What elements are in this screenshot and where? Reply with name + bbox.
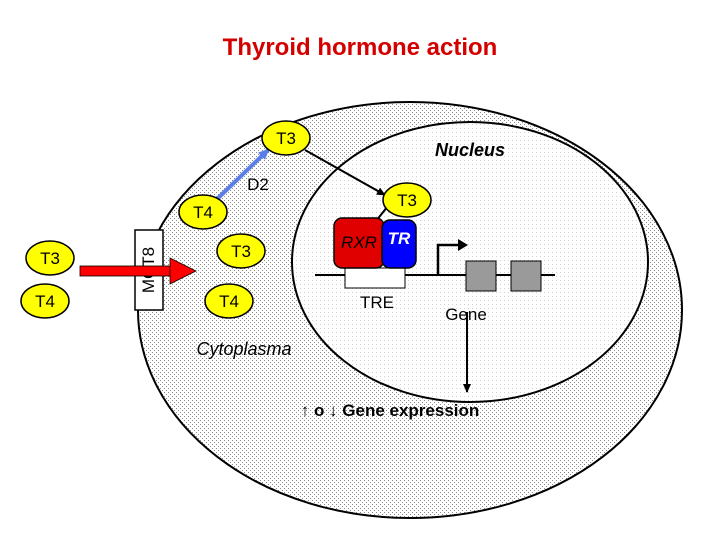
transport-arrow-shaft xyxy=(79,265,175,277)
gene-expression-label: ↑ o ↓ Gene expression xyxy=(301,401,480,420)
rxr-label: RXR xyxy=(341,233,377,252)
tr-label: TR xyxy=(388,229,411,248)
page-title: Thyroid hormone action xyxy=(222,34,498,61)
hormone-t3-top: T3 xyxy=(261,120,311,156)
gene-exon-1 xyxy=(465,260,497,292)
hormone-t4-outside-label: T4 xyxy=(35,292,55,311)
hormone-t3-nuclear: T3 xyxy=(382,182,432,218)
hormone-t3-top-label: T3 xyxy=(276,129,296,148)
hormone-t3-outside: T3 xyxy=(25,240,75,276)
tr-receptor xyxy=(381,219,417,269)
hormone-t3-cytoplasm: T3 xyxy=(216,233,266,269)
tre-element xyxy=(344,267,406,289)
hormone-t3-cytoplasm-label: T3 xyxy=(231,242,251,261)
hormone-t4-cytoplasm-label: T4 xyxy=(219,292,239,311)
hormone-t4-upper-label: T4 xyxy=(193,203,213,222)
tre-label: TRE xyxy=(360,293,394,312)
transcription-start-arrowhead xyxy=(458,239,468,251)
d2-arrow xyxy=(211,148,270,205)
t3-nuclear-import-arrow xyxy=(304,149,386,196)
gene-exon-2 xyxy=(510,260,542,292)
d2-label: D2 xyxy=(247,175,269,194)
nucleus-label: Nucleus xyxy=(435,140,505,160)
hormone-t4-cytoplasm: T4 xyxy=(204,283,254,319)
transcription-start-arrow xyxy=(436,243,462,275)
cytoplasma-label: Cytoplasma xyxy=(196,339,291,359)
hormone-t3-nuclear-label: T3 xyxy=(397,191,417,210)
hormone-t4-outside: T4 xyxy=(20,283,70,319)
gene-label: Gene xyxy=(445,305,487,324)
transport-arrow-head xyxy=(169,257,197,285)
hormone-t3-outside-label: T3 xyxy=(40,249,60,268)
hormone-t4-upper: T4 xyxy=(178,194,228,230)
